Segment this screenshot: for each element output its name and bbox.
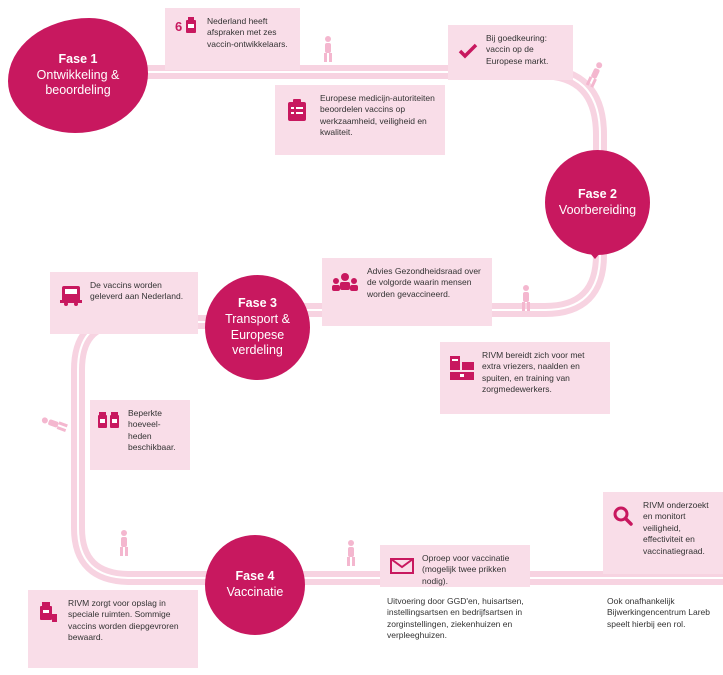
check-icon xyxy=(458,43,478,59)
phase-2-subtitle: Voorbereiding xyxy=(558,202,637,217)
card-afspraken: 6 Nederland heeft afspraken met zes vacc… xyxy=(165,8,300,70)
card-beperkte: Beperkte hoeveel-heden beschikbaar. xyxy=(90,400,190,470)
card-rivm-opslag: RIVM zorgt voor opslag in speciale ruimt… xyxy=(28,590,198,668)
walker-icon xyxy=(120,530,128,556)
onderzoek-text: Ook onafhankelijk Bijwerkingencentrum La… xyxy=(607,596,710,629)
people-icon xyxy=(332,273,358,291)
phase-4-subtitle: Vaccinatie xyxy=(226,585,284,599)
phase-2-tail xyxy=(583,245,607,259)
boxes-icon xyxy=(450,356,474,380)
phase-1-subtitle: Ontwikkeling & beoordeling xyxy=(36,67,120,98)
walker-icon xyxy=(347,540,355,566)
geleverd-text: De vaccins worden geleverd aan Nederland… xyxy=(90,280,184,302)
card-oproep: Oproep voor vaccinatie (mogelijk twee pr… xyxy=(380,545,530,587)
search-icon xyxy=(613,506,633,526)
phase-3-subtitle: Transport & Europese verdeling xyxy=(225,311,290,358)
card-onderzoek: Ook onafhankelijk Bijwerkingencentrum La… xyxy=(603,590,723,650)
goedkeuring-text: Bij goedkeuring: vaccin op de Europese m… xyxy=(486,33,549,66)
beoordeling-text: Europese medicijn-autoriteiten beoordele… xyxy=(320,93,435,138)
phase-2: Fase 2 Voorbereiding xyxy=(545,150,650,255)
beperkte-text: Beperkte hoeveel-heden beschikbaar. xyxy=(128,408,176,453)
card-uitvoering: Uitvoering door GGD'en, huisartsen, inst… xyxy=(383,590,565,665)
phase-4: Fase 4 Vaccinatie xyxy=(205,535,305,635)
phase-4-title: Fase 4 xyxy=(235,569,275,584)
phase-1: Fase 1 Ontwikkeling & beoordeling xyxy=(8,18,148,133)
envelope-icon xyxy=(390,558,414,574)
phase-1-title: Fase 1 xyxy=(58,52,98,67)
oproep-text: Oproep voor vaccinatie (mogelijk twee pr… xyxy=(422,553,510,586)
card-rivm-monitort: RIVM onderzoekt en monitort veiligheid, … xyxy=(603,492,723,574)
rivm-opslag-text: RIVM zorgt voor opslag in speciale ruimt… xyxy=(68,598,179,643)
afspraken-number: 6 xyxy=(175,19,183,34)
vials-icon xyxy=(98,412,119,428)
card-geleverd: De vaccins worden geleverd aan Nederland… xyxy=(50,272,198,334)
clipboard-icon xyxy=(288,99,306,121)
truck-icon xyxy=(60,286,82,306)
phase-3: Fase 3 Transport & Europese verdeling xyxy=(205,275,310,380)
rivm-voorbereiding-text: RIVM bereidt zich voor met extra vriezer… xyxy=(482,350,585,395)
advies-text: Advies Gezondheidsraad over de volgorde … xyxy=(367,266,481,299)
card-rivm-voorbereiding: RIVM bereidt zich voor met extra vriezer… xyxy=(440,342,610,414)
walker-icon xyxy=(585,62,603,88)
card-advies: Advies Gezondheidsraad over de volgorde … xyxy=(322,258,492,326)
phase-2-title: Fase 2 xyxy=(578,186,617,201)
phase-3-title: Fase 3 xyxy=(238,296,277,311)
rivm-monitort-text: RIVM onderzoekt en monitort veiligheid, … xyxy=(643,500,709,556)
afspraken-text: Nederland heeft afspraken met zes vaccin… xyxy=(207,16,288,49)
vial-icon: 6 xyxy=(175,17,196,36)
walker-icon xyxy=(41,417,68,433)
card-goedkeuring: Bij goedkeuring: vaccin op de Europese m… xyxy=(448,25,573,80)
walker-icon xyxy=(324,36,332,62)
vaccine-icon xyxy=(40,602,57,622)
uitvoering-text: Uitvoering door GGD'en, huisartsen, inst… xyxy=(387,596,524,641)
card-beoordeling: Europese medicijn-autoriteiten beoordele… xyxy=(275,85,445,155)
walker-icon xyxy=(522,285,530,311)
